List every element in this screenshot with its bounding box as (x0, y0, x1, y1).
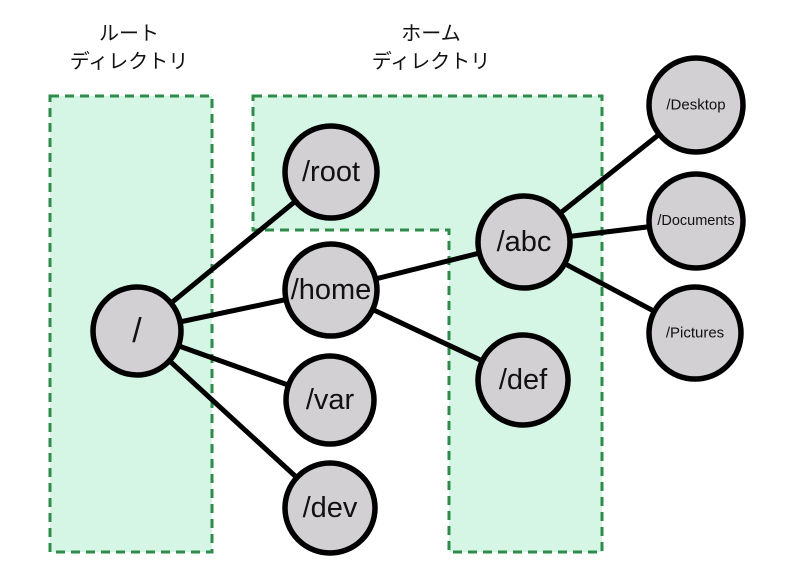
node-root-circle (282, 123, 380, 221)
node-documents-circle (646, 171, 746, 271)
node-home-label: /home (291, 274, 372, 306)
node-slash: / (90, 284, 184, 378)
node-def-circle (475, 332, 571, 428)
node-root: /root (282, 123, 380, 221)
node-pictures: /Pictures (646, 284, 744, 382)
node-pictures-circle (646, 284, 744, 382)
node-documents: /Documents (646, 171, 746, 271)
root-directory-label: ルートディレクトリ (70, 23, 189, 73)
node-desktop-label: /Desktop (666, 97, 725, 114)
node-home-circle (282, 241, 380, 339)
node-dev-circle (282, 460, 378, 556)
node-abc-circle (475, 193, 573, 291)
node-var: /var (283, 353, 377, 447)
node-slash-label: / (132, 312, 142, 350)
node-def: /def (475, 332, 571, 428)
node-dev-label: /dev (303, 492, 358, 524)
home-directory-label: ホームディレクトリ (372, 23, 491, 73)
node-slash-circle (90, 284, 184, 378)
node-def-label: /def (499, 364, 548, 396)
node-documents-label: /Documents (657, 213, 734, 229)
node-var-circle (283, 353, 377, 447)
node-abc: /abc (475, 193, 573, 291)
node-abc-label: /abc (497, 226, 552, 258)
node-root-label: /root (302, 156, 360, 188)
node-dev: /dev (282, 460, 378, 556)
node-desktop-circle (646, 55, 746, 155)
node-pictures-label: /Pictures (666, 325, 724, 342)
node-home: /home (282, 241, 380, 339)
node-desktop: /Desktop (646, 55, 746, 155)
node-var-label: /var (306, 384, 355, 416)
